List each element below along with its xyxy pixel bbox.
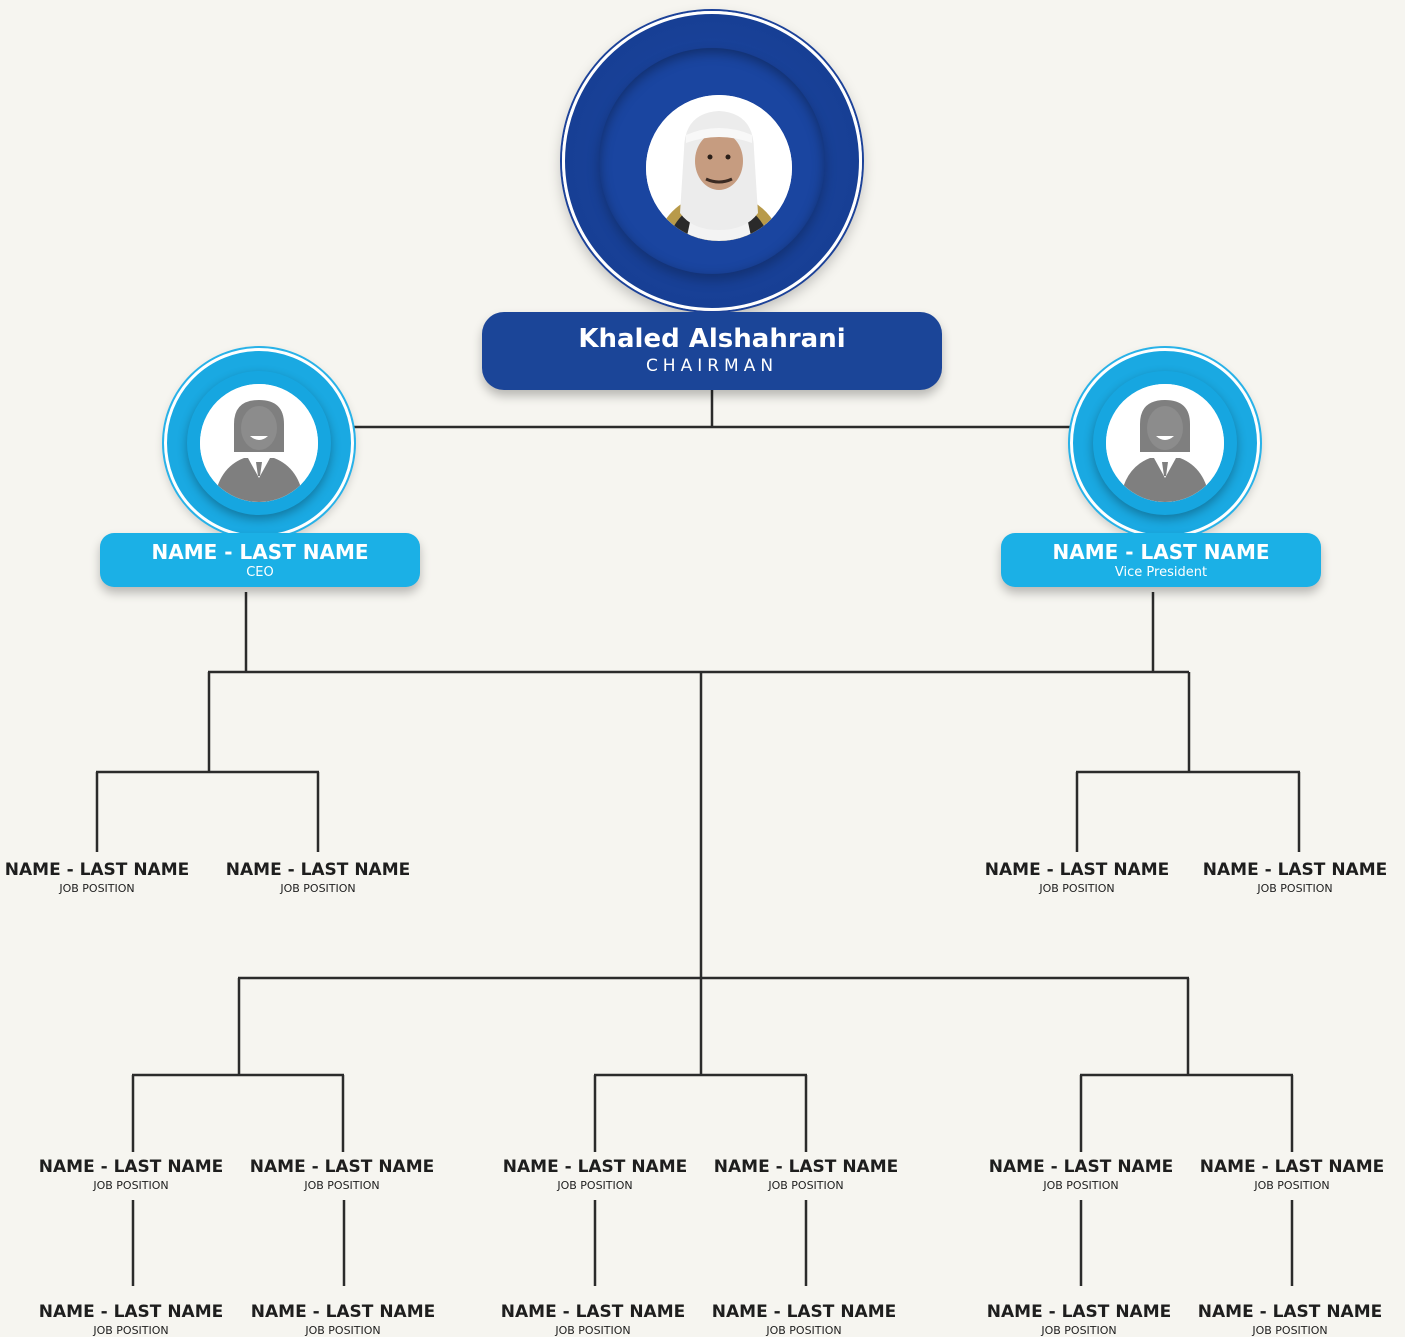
staff-role: JOB POSITION (557, 1179, 633, 1192)
staff-role: JOB POSITION (1039, 882, 1115, 895)
vice-president-name: NAME - LAST NAME (1052, 540, 1270, 564)
ceo-avatar (164, 348, 354, 538)
staff-role: JOB POSITION (768, 1179, 844, 1192)
staff-role: JOB POSITION (280, 882, 356, 895)
staff-node: NAME - LAST NAME JOB POSITION (1182, 1157, 1402, 1192)
female-avatar-icon (1106, 384, 1224, 502)
staff-name: NAME - LAST NAME (225, 860, 411, 880)
staff-role: JOB POSITION (1041, 1324, 1117, 1337)
chairman-name: Khaled Alshahrani (578, 324, 846, 354)
staff-role: JOB POSITION (304, 1179, 380, 1192)
staff-role: JOB POSITION (59, 882, 135, 895)
staff-name: NAME - LAST NAME (500, 1302, 686, 1322)
staff-name: NAME - LAST NAME (711, 1302, 897, 1322)
staff-name: NAME - LAST NAME (713, 1157, 899, 1177)
staff-node: NAME - LAST NAME JOB POSITION (21, 1157, 241, 1192)
staff-node: NAME - LAST NAME JOB POSITION (483, 1302, 703, 1337)
staff-name: NAME - LAST NAME (38, 1157, 224, 1177)
staff-node: NAME - LAST NAME JOB POSITION (971, 1157, 1191, 1192)
chairman-avatar (562, 11, 862, 311)
chairman-nameplate: Khaled Alshahrani CHAIRMAN (482, 312, 942, 390)
staff-name: NAME - LAST NAME (1202, 860, 1388, 880)
person-photo-icon (646, 95, 792, 241)
ceo-nameplate: NAME - LAST NAME CEO (100, 533, 420, 587)
staff-role: JOB POSITION (1252, 1324, 1328, 1337)
vice-president-nameplate: NAME - LAST NAME Vice President (1001, 533, 1321, 587)
ceo-avatar-ring (187, 371, 331, 515)
staff-name: NAME - LAST NAME (38, 1302, 224, 1322)
staff-name: NAME - LAST NAME (4, 860, 190, 880)
staff-name: NAME - LAST NAME (1199, 1157, 1385, 1177)
staff-node: NAME - LAST NAME JOB POSITION (1180, 1302, 1400, 1337)
vice-president-avatar-ring (1093, 371, 1237, 515)
staff-node: NAME - LAST NAME JOB POSITION (485, 1157, 705, 1192)
staff-role: JOB POSITION (93, 1324, 169, 1337)
staff-node: NAME - LAST NAME JOB POSITION (208, 860, 428, 895)
staff-name: NAME - LAST NAME (986, 1302, 1172, 1322)
ceo-role: CEO (246, 565, 274, 580)
vice-president-role: Vice President (1114, 565, 1208, 580)
staff-role: JOB POSITION (1043, 1179, 1119, 1192)
staff-name: NAME - LAST NAME (1197, 1302, 1383, 1322)
staff-node: NAME - LAST NAME JOB POSITION (967, 860, 1187, 895)
staff-node: NAME - LAST NAME JOB POSITION (0, 860, 207, 895)
female-avatar-icon (200, 384, 318, 502)
staff-role: JOB POSITION (555, 1324, 631, 1337)
staff-node: NAME - LAST NAME JOB POSITION (233, 1302, 453, 1337)
chairman-role: CHAIRMAN (645, 356, 779, 376)
staff-node: NAME - LAST NAME JOB POSITION (21, 1302, 241, 1337)
staff-role: JOB POSITION (93, 1179, 169, 1192)
staff-node: NAME - LAST NAME JOB POSITION (232, 1157, 452, 1192)
chairman-avatar-ring (599, 48, 825, 274)
staff-name: NAME - LAST NAME (984, 860, 1170, 880)
staff-name: NAME - LAST NAME (988, 1157, 1174, 1177)
staff-node: NAME - LAST NAME JOB POSITION (1185, 860, 1405, 895)
staff-node: NAME - LAST NAME JOB POSITION (969, 1302, 1189, 1337)
ceo-name: NAME - LAST NAME (151, 540, 369, 564)
staff-role: JOB POSITION (1254, 1179, 1330, 1192)
staff-name: NAME - LAST NAME (250, 1302, 436, 1322)
staff-role: JOB POSITION (305, 1324, 381, 1337)
staff-role: JOB POSITION (766, 1324, 842, 1337)
staff-name: NAME - LAST NAME (502, 1157, 688, 1177)
staff-role: JOB POSITION (1257, 882, 1333, 895)
staff-node: NAME - LAST NAME JOB POSITION (696, 1157, 916, 1192)
staff-name: NAME - LAST NAME (249, 1157, 435, 1177)
staff-node: NAME - LAST NAME JOB POSITION (694, 1302, 914, 1337)
vice-president-avatar (1070, 348, 1260, 538)
